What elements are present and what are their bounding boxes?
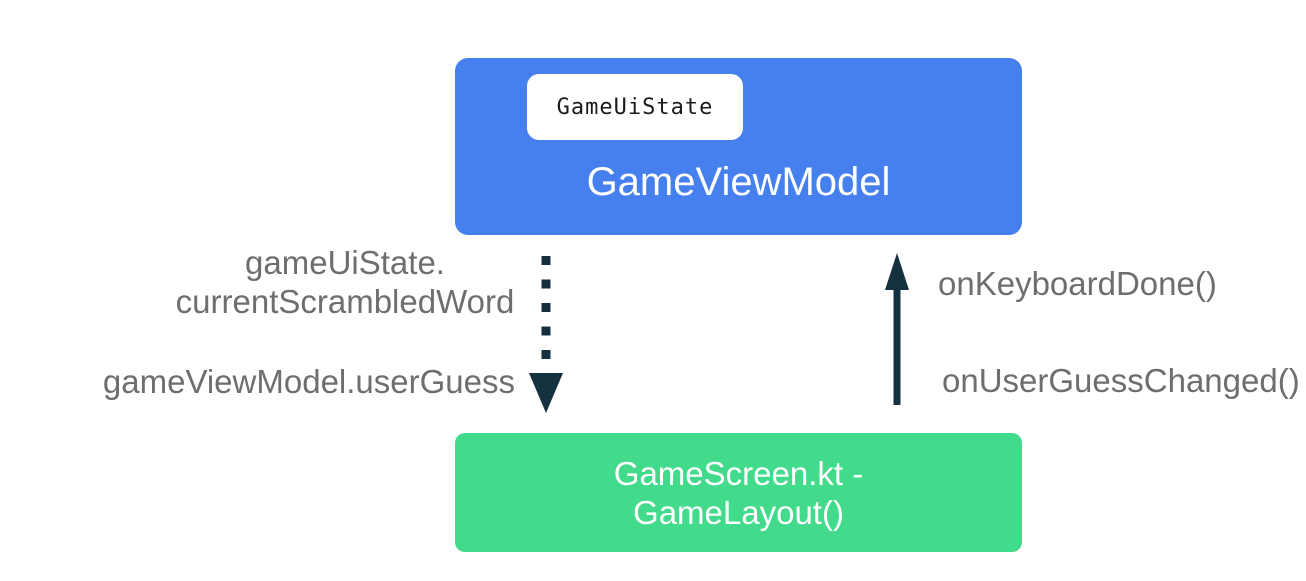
gameuistate-property-label-line1: gameUiState.: [245, 244, 445, 281]
arrowhead-up-icon: [885, 253, 909, 290]
gamescreen-box: GameScreen.kt - GameLayout(): [455, 433, 1022, 552]
userguesschanged-label: onUserGuessChanged(): [942, 362, 1300, 399]
gameuistate-badge-label: GameUiState: [556, 94, 714, 120]
arrowhead-down-icon: [529, 373, 563, 413]
userguess-label: gameViewModel.userGuess: [102, 363, 515, 400]
gamescreen-label-line2: GameLayout(): [633, 493, 844, 531]
gamescreen-label-line1: GameScreen.kt -: [613, 454, 864, 492]
gameuistate-badge: GameUiState: [527, 74, 743, 140]
keyboarddone-label: onKeyboardDone(): [938, 265, 1217, 302]
gameviewmodel-label: GameViewModel: [586, 160, 891, 204]
state-flow-arrow: [529, 256, 563, 413]
gameuistate-property-label-line2: currentScrambledWord: [175, 283, 515, 320]
gameviewmodel-box: GameUiState GameViewModel: [455, 58, 1022, 235]
state-label-block: gameUiState. currentScrambledWord: [145, 243, 545, 321]
event-flow-arrow: [885, 253, 909, 405]
